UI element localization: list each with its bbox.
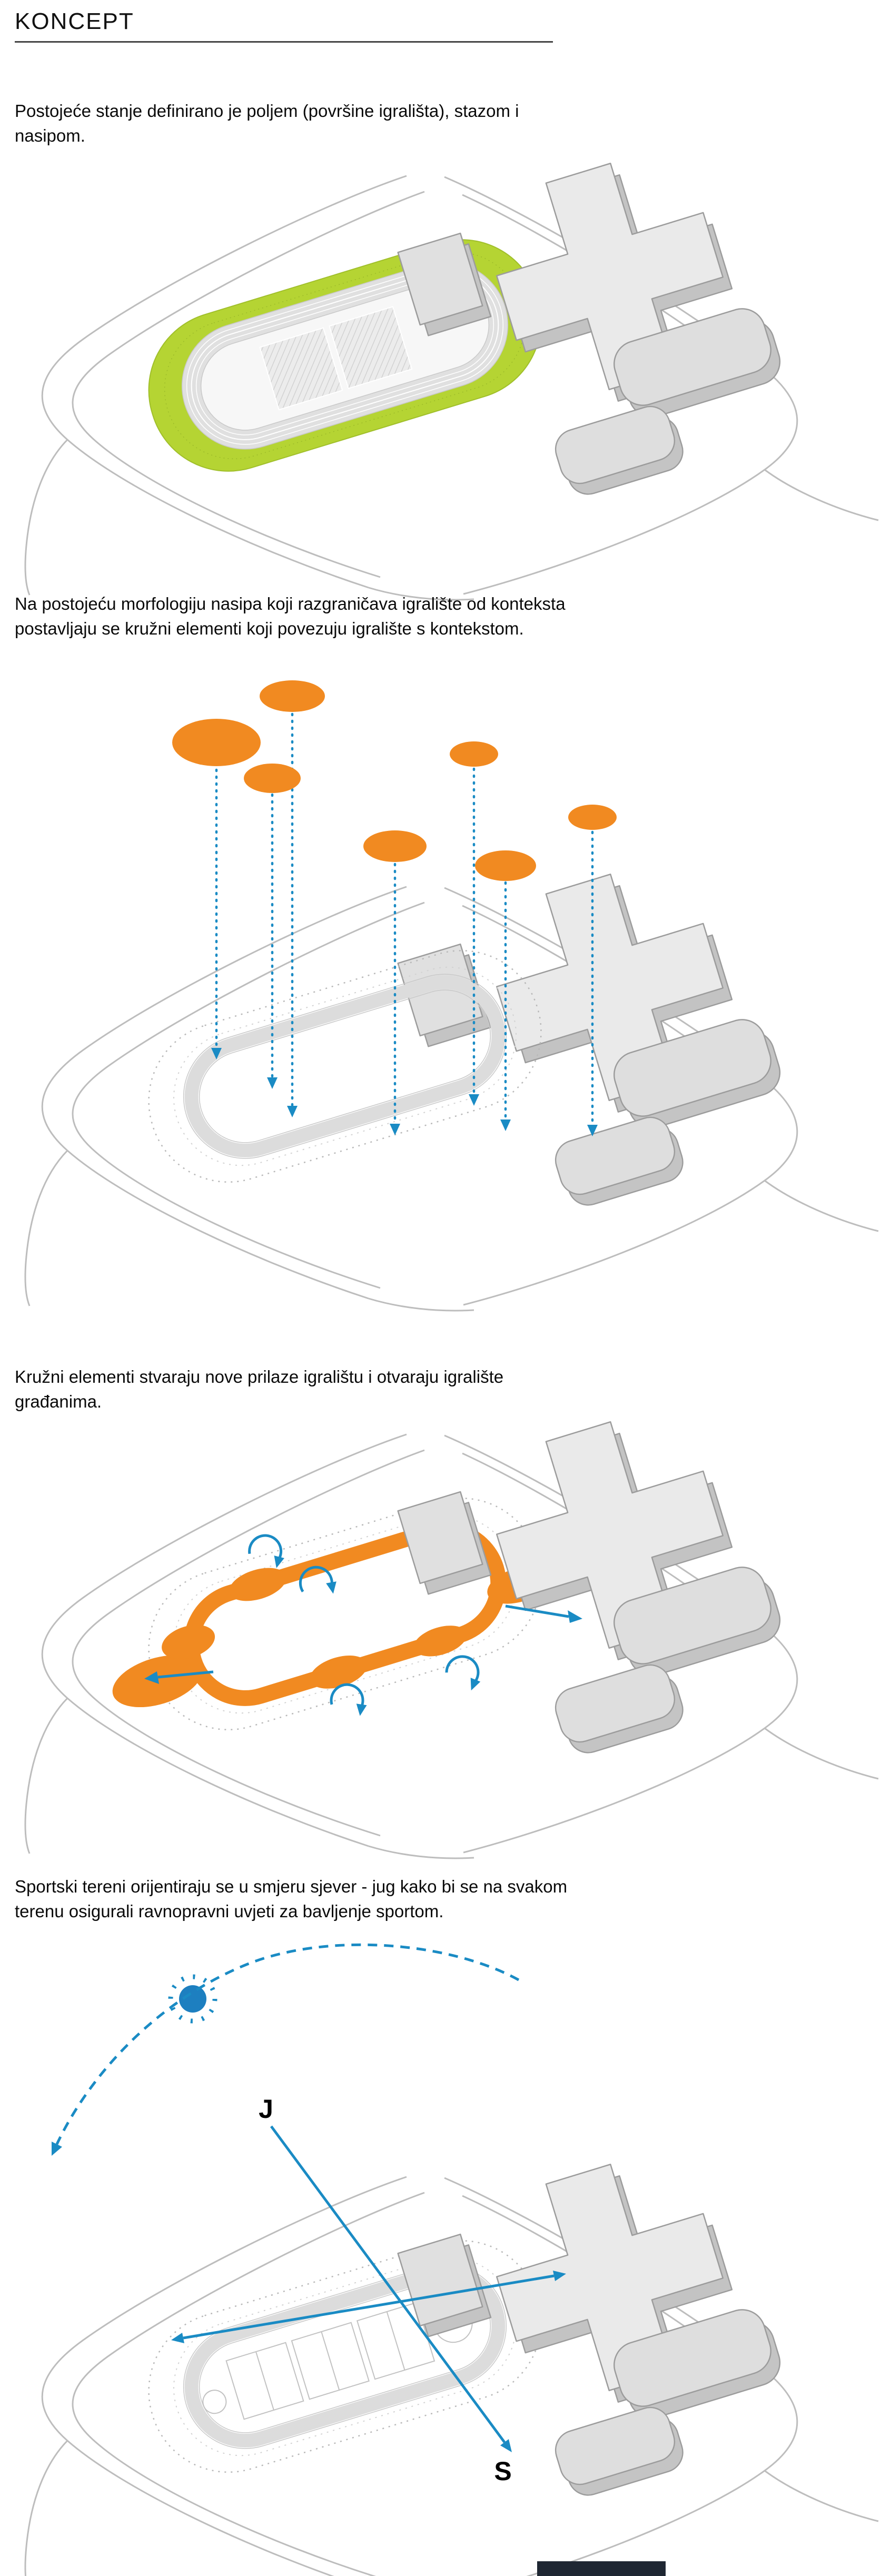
field-and-track	[148, 239, 542, 472]
context-buildings	[397, 139, 787, 501]
east-west-axis-arrow	[183, 2274, 555, 2340]
title-underline: KONCEPT	[15, 8, 553, 43]
footer-bar	[537, 2561, 666, 2576]
sport-court	[329, 306, 413, 390]
sun-path-arrowhead	[52, 2142, 62, 2156]
north-south-arrowhead	[500, 2439, 512, 2452]
page-title: KONCEPT	[15, 8, 134, 34]
circular-elements	[172, 680, 617, 881]
section-text-existing-state: Postojeće stanje definirano je poljem (p…	[15, 101, 519, 145]
sun-path-arc	[55, 1943, 520, 2145]
sport-courts-sketch	[202, 2302, 473, 2420]
orange-ring-track	[112, 1522, 551, 1708]
section-text-circular-elements: Na postojeću morfologiju nasipa koji raz…	[15, 594, 566, 638]
running-track-outline	[169, 959, 522, 1174]
context-buildings	[397, 2140, 787, 2502]
rotation-arrow-icon	[246, 1532, 289, 1570]
drop-arrow-lines	[215, 712, 594, 1126]
north-south-axis-arrow	[270, 2125, 506, 2443]
diagram-new-access	[24, 1398, 879, 1859]
context-buildings	[397, 1398, 787, 1760]
section-text-orientation: Sportski tereni orijentiraju se u smjeru…	[15, 1877, 568, 1921]
diagram-existing-state	[24, 139, 879, 601]
site-base	[25, 851, 878, 1311]
sun-icon	[168, 1974, 217, 2024]
diagram-orientation: J S	[24, 1943, 879, 2576]
north-label: S	[494, 2456, 511, 2486]
diagram-circular-elements	[25, 680, 878, 1311]
drop-arrow-heads	[211, 1048, 598, 1136]
south-label: J	[259, 2094, 273, 2124]
rotation-arrow-icon	[443, 1652, 487, 1692]
east-west-arrowhead-right	[553, 2271, 566, 2281]
sport-court	[259, 327, 343, 411]
east-west-arrowhead-left	[171, 2333, 184, 2343]
access-arrows	[144, 1532, 582, 1717]
section-text-new-access: Kružni elementi stvaraju nove prilaze ig…	[15, 1367, 504, 1411]
